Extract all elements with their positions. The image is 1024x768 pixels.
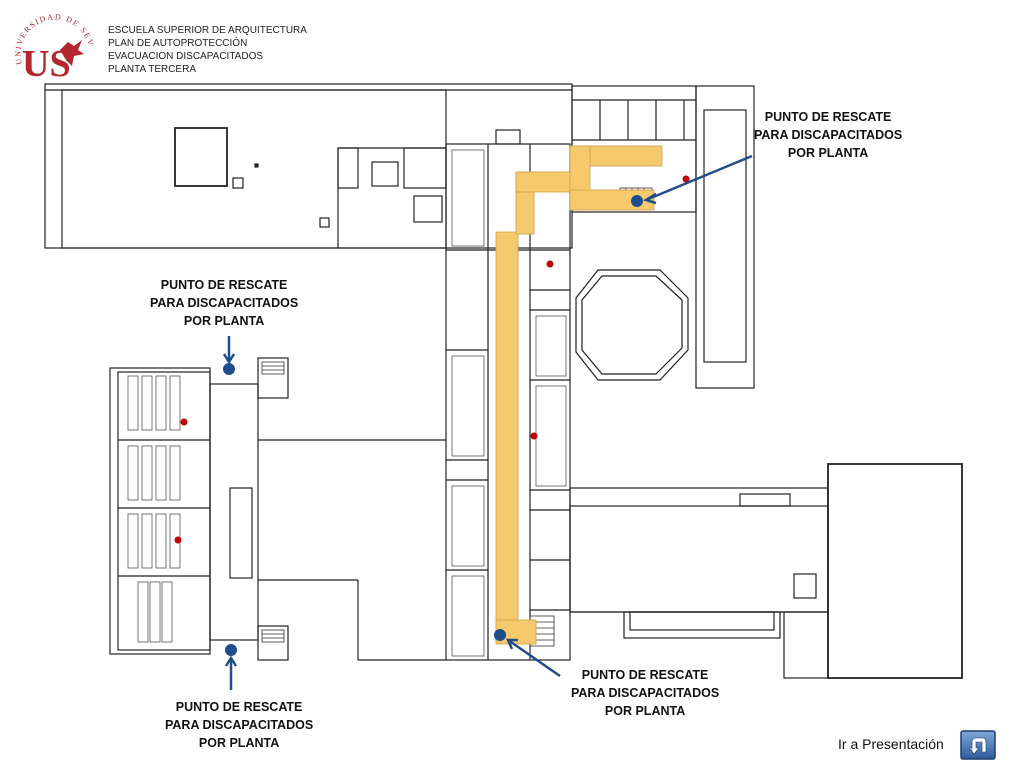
header-line-plan: PLAN DE AUTOPROTECCIÓN — [108, 38, 248, 49]
rescue-label-lower-left: PUNTO DE RESCATE PARA DISCAPACITADOS POR… — [165, 700, 314, 750]
header-line-evacuation: EVACUACION DISCAPACITADOS — [108, 51, 264, 62]
header-line-school: ESCUELA SUPERIOR DE ARQUITECTURA — [108, 25, 307, 36]
presentation-link[interactable]: Ir a Presentación — [838, 736, 944, 752]
rescue-marker-center — [494, 629, 506, 641]
evacuation-route — [495, 145, 663, 645]
arrow-center — [507, 638, 561, 678]
rescue-marker-lower-left — [225, 644, 237, 656]
header-line-floor: PLANTA TERCERA — [108, 64, 196, 75]
rescue-label-center: PUNTO DE RESCATE PARA DISCAPACITADOS POR… — [571, 668, 720, 718]
rescue-marker-upper-right — [631, 195, 643, 207]
return-arrow-icon[interactable] — [960, 730, 996, 760]
document-header: ESCUELA SUPERIOR DE ARQUITECTURA PLAN DE… — [108, 24, 307, 76]
octagon-courtyard — [575, 269, 689, 381]
arrow-upper-right — [645, 154, 753, 202]
top-building — [44, 83, 573, 249]
rescue-label-upper-right: PUNTO DE RESCATE PARA DISCAPACITADOS POR… — [754, 110, 903, 160]
central-wing — [445, 143, 571, 661]
rescue-marker-upper-left — [223, 363, 235, 375]
university-logo: UNIVERSIDAD DE SEVILLA US — [14, 14, 94, 80]
rescue-label-upper-left: PUNTO DE RESCATE PARA DISCAPACITADOS POR… — [150, 278, 299, 328]
